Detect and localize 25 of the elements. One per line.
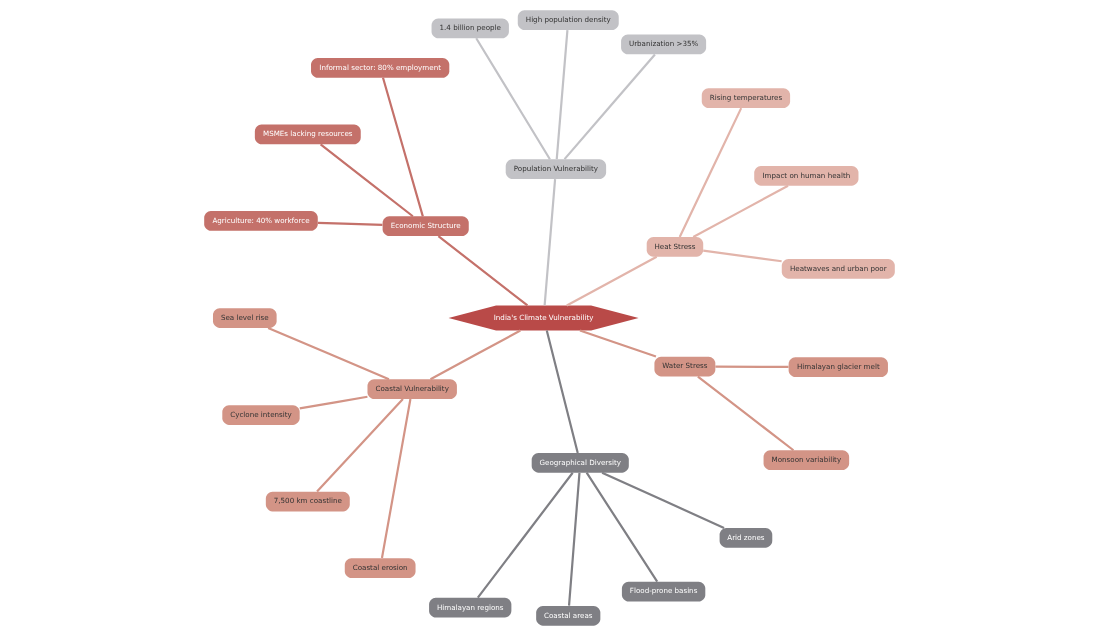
connector: [267, 326, 390, 381]
connector: [299, 395, 368, 410]
connector: [429, 329, 521, 381]
connector: [601, 471, 725, 529]
connector: [316, 398, 404, 493]
connector: [697, 375, 795, 452]
connector: [567, 472, 581, 606]
connector: [381, 77, 424, 217]
connector: [317, 221, 383, 226]
connector: [715, 365, 789, 369]
connector: [566, 255, 658, 307]
connector: [703, 249, 782, 263]
connector: [585, 472, 659, 583]
connector: [579, 329, 657, 358]
connector: [543, 179, 557, 306]
connector: [545, 330, 579, 454]
connector: [678, 107, 743, 238]
connector: [555, 30, 569, 160]
connector: [563, 53, 656, 160]
connector: [475, 37, 551, 160]
connector: [437, 235, 529, 307]
connector: [319, 143, 414, 218]
connector: [692, 184, 789, 238]
connector: [476, 472, 574, 599]
connector: [380, 398, 412, 559]
